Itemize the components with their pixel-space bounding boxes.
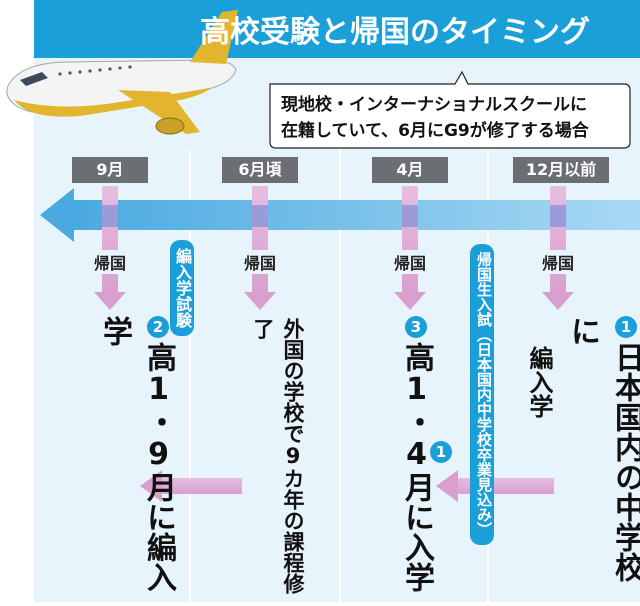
- month-label-december: 12月以前: [513, 157, 609, 183]
- option3-number-badge: 3: [405, 316, 427, 338]
- option3-label: 高1・4月に入学: [399, 342, 434, 592]
- option1-number-badge: 1: [615, 316, 637, 338]
- transfer-exam-pill: 編入学試験: [170, 240, 194, 336]
- subtitle-line2: 在籍していて、6月にG9が修了する場合: [281, 120, 590, 141]
- option1-text-line1: 1日本国内の中学校に: [560, 316, 640, 606]
- month-label-april: 4月: [372, 157, 448, 183]
- option1-text-line2: 編入学: [525, 346, 553, 418]
- timeline-arrow: [40, 188, 640, 242]
- option2-text: 2高1・9月に編入学: [92, 316, 180, 606]
- subtitle-box: [269, 70, 631, 149]
- return-label: 帰国: [392, 250, 429, 274]
- return-label: 帰国: [92, 250, 129, 274]
- background-panel: [34, 58, 640, 602]
- month-label-september: 9月: [72, 157, 148, 183]
- option2-label: 高1・9月に編入学: [97, 316, 176, 592]
- diagram-title: 高校受験と帰国のタイミング: [200, 15, 590, 50]
- title-band: [34, 0, 640, 58]
- option1-label: 日本国内の中学校に: [565, 316, 640, 582]
- returnee-exam-pill: 帰国生入試（日本国内中学校卒業見込み）: [470, 244, 494, 545]
- airplane-icon: [6, 10, 238, 135]
- foreign-school-text: 外国の学校で9カ年の課程修了: [251, 318, 305, 594]
- return-label: 帰国: [242, 250, 279, 274]
- option3-text: 3 高1・4月に入学: [394, 316, 438, 606]
- option2-number-badge: 2: [147, 316, 169, 338]
- subtitle-line1: 現地校・インターナショナルスクールに: [281, 94, 587, 115]
- month-label-june: 6月頃: [222, 157, 298, 183]
- option1-arrow-badge: 1: [430, 441, 452, 463]
- return-label: 帰国: [540, 250, 577, 274]
- horizontal-arrow-foreign: [140, 470, 242, 502]
